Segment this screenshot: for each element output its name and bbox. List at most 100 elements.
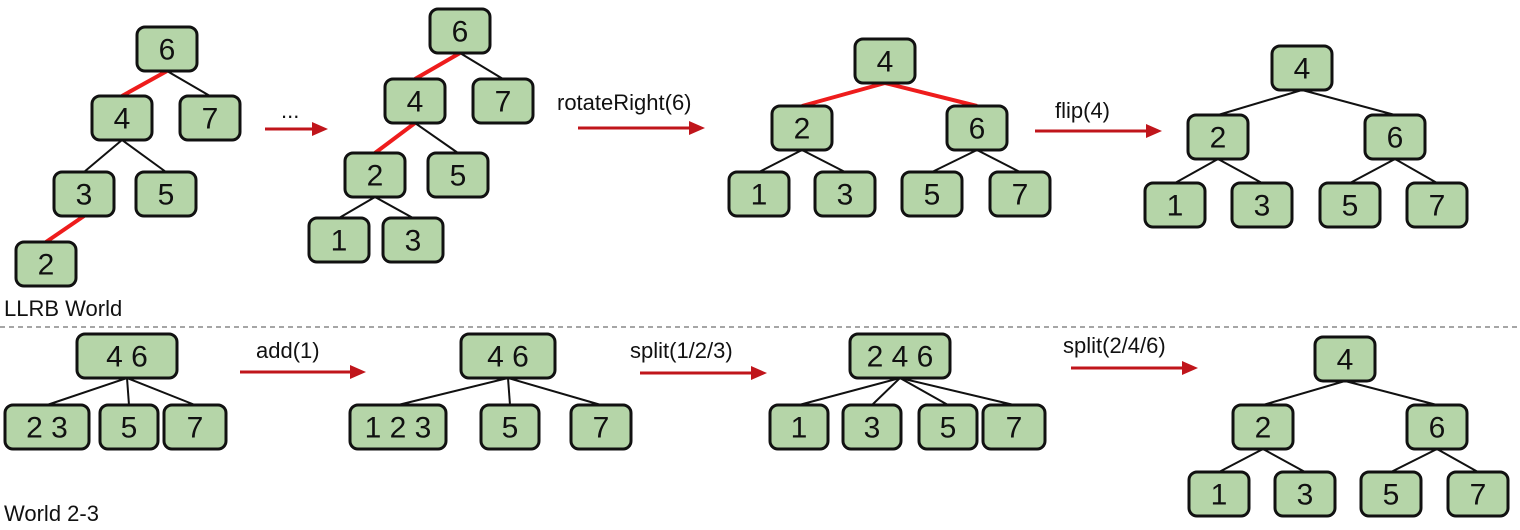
llrb-tree-2-node-3: 2 (343, 151, 407, 199)
tree23-4-node-label-2: 6 (1429, 412, 1446, 445)
tree23-1-node-label-0: 4 6 (106, 341, 148, 374)
llrb-tree-4-link-3 (1217, 158, 1263, 184)
llrb-tree-3-link-4 (931, 149, 978, 173)
llrb-tree-4-node-box-3 (1143, 181, 1207, 229)
llrb-tree-2-node-4: 5 (426, 151, 490, 199)
llrb-tree-1-node-2: 7 (178, 94, 242, 142)
llrb-tree-3-link-3 (801, 149, 846, 173)
tree23-4-node-3: 1 (1187, 470, 1251, 518)
tree23-4-node-box-2 (1405, 403, 1469, 451)
tree23-1-node-3: 7 (162, 403, 228, 451)
tree23-2-node-label-3: 7 (593, 412, 610, 445)
tree23-2-node-0: 4 6 (459, 332, 557, 380)
llrb-tree-4-link-2 (1174, 158, 1219, 184)
two_three-operation-label-0: add(1) (256, 338, 320, 363)
llrb-tree-3-node-3: 1 (727, 170, 791, 218)
llrb-tree-1-link-3 (121, 139, 167, 173)
tree23-3-link-1 (871, 377, 901, 406)
tree23-4-node-box-6 (1446, 470, 1510, 518)
llrb-tree-2-red-link-2 (373, 121, 417, 155)
llrb-tree-2-node-label-2: 7 (495, 86, 512, 119)
llrb-tree-3-node-label-2: 6 (969, 113, 986, 146)
llrb-operation-label-2: flip(4) (1055, 98, 1110, 123)
tree23-1-link-1 (126, 377, 130, 406)
world-2-3-label: World 2-3 (4, 501, 99, 526)
tree23-4-node-1: 2 (1231, 403, 1295, 451)
llrb-tree-3-node-4: 3 (813, 170, 877, 218)
llrb-tree-3-node-5: 5 (900, 170, 964, 218)
two_three-arrow-head-1 (751, 366, 767, 380)
tree23-3-node-label-4: 7 (1006, 412, 1023, 445)
llrb-tree-1-node-4: 5 (134, 170, 198, 218)
llrb-tree-2-node-5: 1 (307, 216, 371, 264)
tree23-1-node-box-0 (75, 332, 179, 380)
llrb-tree-1-node-label-1: 4 (114, 103, 131, 136)
llrb-tree-4-link-4 (1349, 158, 1396, 184)
tree23-1-node-0: 4 6 (75, 332, 179, 380)
llrb-tree-2-node-2: 7 (471, 77, 535, 125)
llrb-tree-4-node-label-3: 1 (1167, 190, 1184, 223)
tree23-4-link-4 (1390, 448, 1438, 473)
llrb-tree-2-node-box-4 (426, 151, 490, 199)
tree23-4-node-label-1: 2 (1255, 412, 1272, 445)
tree23-4-link-1 (1344, 380, 1438, 406)
llrb-tree-4-node-3: 1 (1143, 181, 1207, 229)
tree23-4-node-2: 6 (1405, 403, 1469, 451)
tree23-2-node-box-2 (479, 403, 541, 451)
tree23-1-node-2: 5 (98, 403, 160, 451)
llrb-tree-2-node-label-4: 5 (450, 160, 467, 193)
tree23-3-link-2 (899, 377, 949, 406)
tree23-4-node-box-3 (1187, 470, 1251, 518)
llrb-arrow-head-0 (312, 122, 328, 136)
llrb-operation-label-1: rotateRight(6) (557, 90, 692, 115)
llrb-tree-2-node-box-0 (428, 7, 492, 55)
tree23-3-node-0: 2 4 6 (848, 332, 952, 380)
tree23-3-node-3: 5 (917, 403, 979, 451)
llrb-tree-1-node-box-3 (52, 170, 116, 218)
llrb-tree-2-red-link-0 (413, 51, 462, 81)
llrb-tree-4-node-label-5: 5 (1342, 190, 1359, 223)
llrb-tree-3-red-link-0 (801, 81, 886, 108)
llrb-tree-2-node-label-6: 3 (405, 225, 422, 258)
llrb-tree-2-link-5 (374, 196, 414, 219)
tree23-3-node-box-3 (917, 403, 979, 451)
llrb-tree-1-link-1 (166, 70, 211, 97)
llrb-tree-3-node-0: 4 (853, 37, 917, 85)
llrb-tree-1-node-5: 2 (14, 240, 78, 288)
tree23-2-node-label-1: 1 2 3 (365, 412, 432, 445)
tree23-3-node-box-2 (841, 403, 903, 451)
tree23-1-link-2 (126, 377, 196, 406)
tree23-4-node-0: 4 (1313, 335, 1377, 383)
llrb-tree-3-node-box-3 (727, 170, 791, 218)
tree23-2-link-1 (507, 377, 511, 406)
llrb-tree-3-node-box-5 (900, 170, 964, 218)
llrb-tree-4-node-6: 7 (1405, 181, 1469, 229)
llrb-tree-2-node-label-0: 6 (452, 16, 469, 49)
two_three-operation-label-2: split(2/4/6) (1063, 333, 1166, 358)
tree23-4-node-box-4 (1273, 470, 1337, 518)
llrb-tree-3-node-box-6 (988, 170, 1052, 218)
llrb-tree-2-link-4 (338, 196, 376, 219)
llrb-tree-4-node-5: 5 (1318, 181, 1382, 229)
llrb-tree-1-red-link-0 (121, 69, 168, 98)
llrb-tree-2-node-label-1: 4 (407, 86, 424, 119)
two_three-operation-label-1: split(1/2/3) (630, 338, 733, 363)
tree23-4-node-label-3: 1 (1211, 479, 1228, 512)
llrb-operation-label-0: ... (281, 98, 299, 123)
llrb-tree-4-node-box-6 (1405, 181, 1469, 229)
llrb-tree-1-node-3: 3 (52, 170, 116, 218)
tree23-3-link-3 (899, 377, 1015, 406)
tree23-4-node-label-4: 3 (1297, 479, 1314, 512)
tree23-1-node-box-1 (3, 403, 91, 451)
llrb-tree-4-node-0: 4 (1270, 44, 1334, 92)
llrb-tree-2-node-box-1 (383, 77, 447, 125)
tree23-2-node-box-1 (348, 403, 448, 451)
tree23-1-node-label-2: 5 (121, 412, 138, 445)
llrb-tree-1-node-label-2: 7 (202, 103, 219, 136)
llrb-tree-1-node-label-0: 6 (159, 34, 176, 67)
llrb-tree-3-node-box-4 (813, 170, 877, 218)
two_three-arrow-head-2 (1182, 361, 1198, 375)
llrb-tree-3-node-box-2 (945, 104, 1009, 152)
llrb-tree-2-link-1 (459, 52, 504, 80)
